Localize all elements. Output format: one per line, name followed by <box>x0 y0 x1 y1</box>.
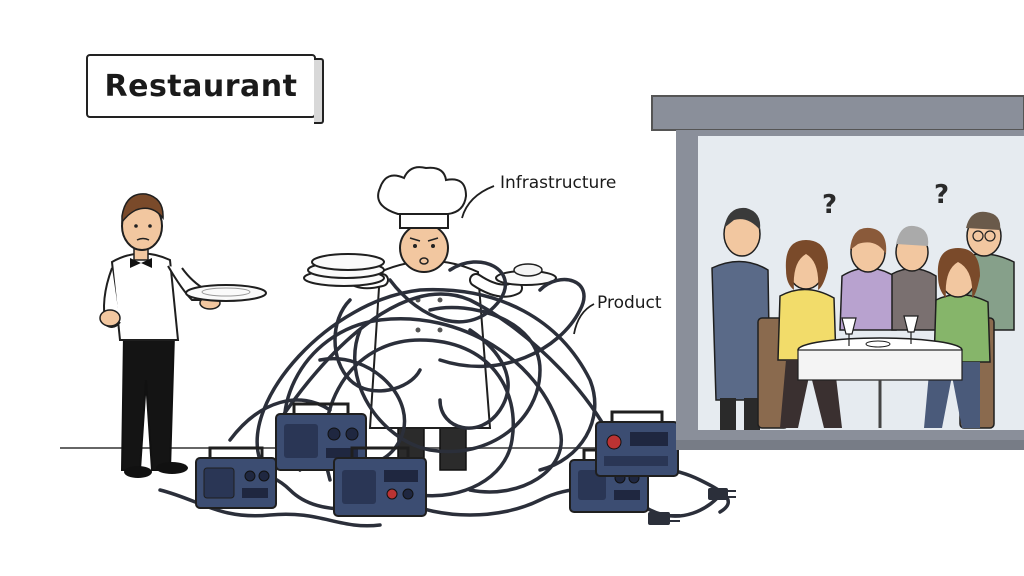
chef-hat-icon <box>377 166 468 229</box>
wine-glass-icon <box>841 317 857 346</box>
question-mark-1: ? <box>822 190 838 220</box>
diners-group <box>711 207 1015 430</box>
plug-icon <box>708 488 736 500</box>
plate-stack-icon <box>303 253 385 287</box>
generator-icon <box>195 446 277 509</box>
infrastructure-label: Infrastructure <box>500 173 617 193</box>
plug-icon <box>648 512 680 525</box>
product-label: Product <box>597 293 662 313</box>
generator-icon <box>275 402 367 471</box>
bowtie-icon <box>130 258 152 268</box>
question-mark-2: ? <box>934 180 950 210</box>
generator-icon <box>333 446 427 517</box>
restaurant-sign-text: Restaurant <box>104 68 298 104</box>
plate-icon <box>185 284 267 302</box>
waiter-figure <box>99 193 267 478</box>
restaurant-sign: Restaurant <box>86 54 324 124</box>
tangled-cables <box>158 260 730 528</box>
generator-icon <box>595 410 679 477</box>
wine-glass-icon <box>903 315 919 344</box>
plate-icon <box>495 263 557 286</box>
